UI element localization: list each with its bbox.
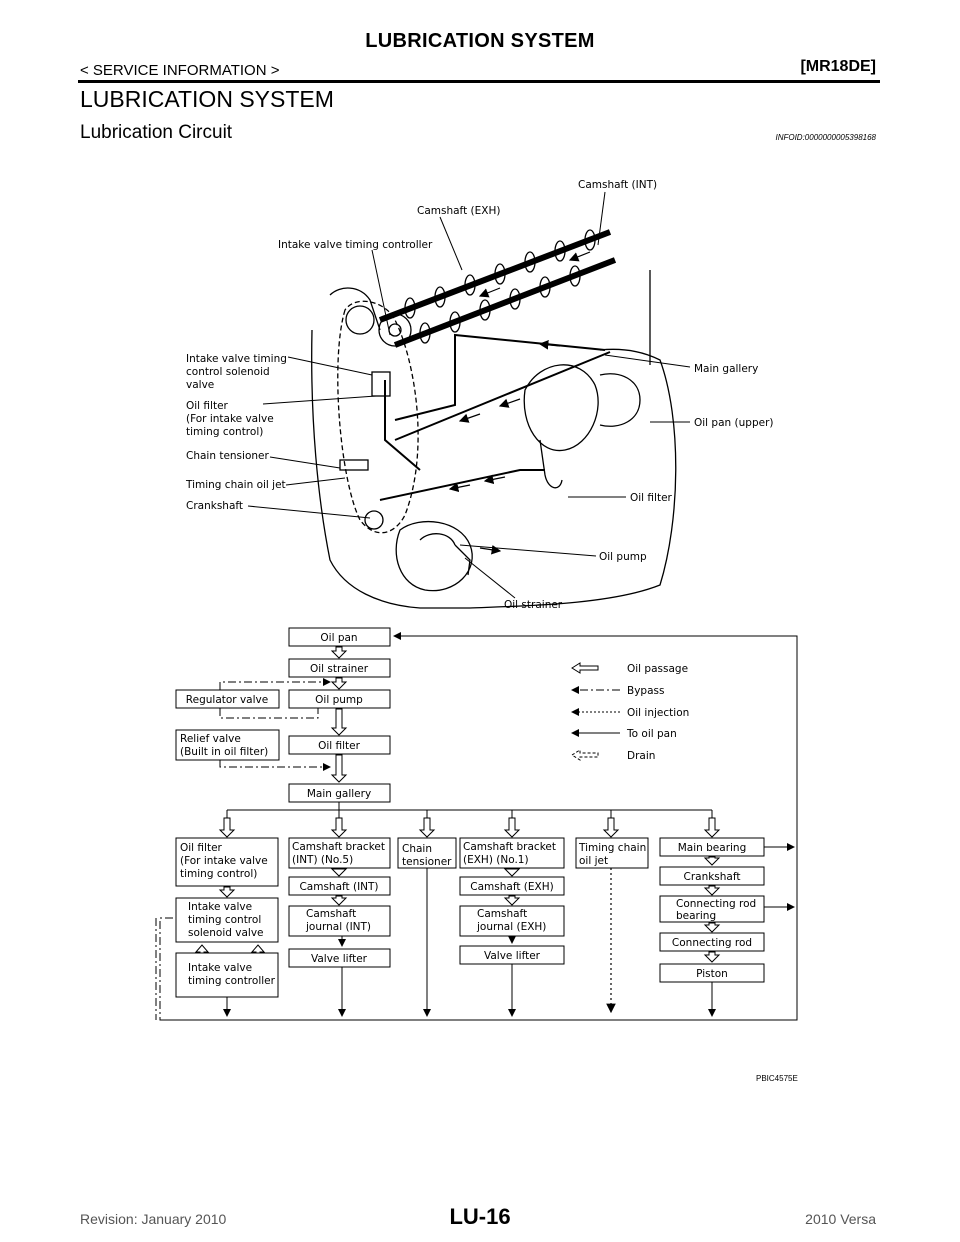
label-oil-pan-upper: Oil pan (upper) [694,417,773,429]
box-ivt-solenoid-3: solenoid valve [188,927,264,939]
box-cam-journal-int-1: Camshaft [306,908,356,920]
box-conn-rod-bearing-1: Connecting rod [676,898,756,910]
box-cam-journal-int-2: journal (INT) [305,921,371,933]
leader-lines [247,191,691,599]
label-chain-tensioner: Chain tensioner [186,450,269,462]
page-header-title: LUBRICATION SYSTEM [365,30,595,52]
box-cam-bracket-exh-2: (EXH) (No.1) [463,854,529,866]
footer-model: 2010 Versa [805,1211,876,1227]
legend-oil-injection: Oil injection [627,707,689,719]
label-ivt-controller: Intake valve timing controller [278,239,433,251]
footer-revision: Revision: January 2010 [80,1211,227,1227]
camshaft-exh [378,229,612,323]
box-ivt-controller-2: timing controller [188,975,276,987]
flow-arrows [448,251,591,555]
box-crankshaft: Crankshaft [683,871,740,883]
box-oil-pump: Oil pump [315,694,363,706]
legend-drain: Drain [627,750,655,762]
label-timing-chain-oil-jet: Timing chain oil jet [185,479,286,491]
box-connecting-rod: Connecting rod [672,937,752,949]
figure-code: PBIC4575E [756,1074,798,1083]
label-ivt-solenoid-2: control solenoid [186,366,270,378]
illustration-labels: Camshaft (INT) Camshaft (EXH) Intake val… [185,179,773,611]
box-oil-filter-ivt-1: Oil filter [180,842,223,854]
box-oil-filter-ivt-2: (For intake valve [180,855,268,867]
passage-arrows [194,646,721,963]
box-camshaft-exh: Camshaft (EXH) [470,881,553,893]
flow-chart: Oil pan Oil strainer Regulator valve Oil… [155,627,798,1021]
box-cam-journal-exh-2: journal (EXH) [476,921,546,933]
box-valve-lifter-exh: Valve lifter [484,950,541,962]
box-timing-chain-jet-1: Timing chain [578,842,646,854]
label-oil-filter-ivt-3: timing control) [186,426,263,438]
return-lines [160,632,798,1021]
box-piston: Piston [696,968,728,980]
label-oil-filter: Oil filter [630,492,673,504]
box-regulator-valve: Regulator valve [186,694,268,706]
label-camshaft-exh: Camshaft (EXH) [417,205,500,217]
label-oil-filter-ivt-1: Oil filter [186,400,229,412]
legend-oil-passage: Oil passage [627,663,688,675]
section-title: LUBRICATION SYSTEM [80,86,334,112]
info-id: INFOID:0000000005398168 [775,133,876,142]
box-oil-pan: Oil pan [320,632,357,644]
label-oil-pump: Oil pump [599,551,647,563]
box-ivt-controller-1: Intake valve [188,962,252,974]
label-ivt-solenoid-1: Intake valve timing [186,353,287,365]
label-oil-strainer: Oil strainer [504,599,563,611]
box-main-gallery: Main gallery [307,788,371,800]
label-crankshaft: Crankshaft [186,500,243,512]
label-oil-filter-ivt-2: (For intake valve [186,413,274,425]
box-relief-valve-2: (Built in oil filter) [180,746,268,758]
subsection-title: Lubrication Circuit [80,122,233,143]
box-cam-bracket-int-1: Camshaft bracket [292,841,385,853]
box-cam-bracket-exh-1: Camshaft bracket [463,841,556,853]
box-conn-rod-bearing-2: bearing [676,910,716,922]
box-ivt-solenoid-2: timing control [188,914,261,926]
box-chain-tensioner-1: Chain [402,843,432,855]
label-ivt-solenoid-3: valve [186,379,214,391]
label-main-gallery: Main gallery [694,363,758,375]
box-main-bearing: Main bearing [678,842,747,854]
engine-code: [MR18DE] [800,58,876,75]
box-valve-lifter-int: Valve lifter [311,953,368,965]
box-chain-tensioner-2: tensioner [402,856,452,868]
box-relief-valve-1: Relief valve [180,733,241,745]
box-timing-chain-jet-2: oil jet [579,855,608,867]
legend-bypass: Bypass [627,685,664,697]
breadcrumb: < SERVICE INFORMATION > [80,62,280,79]
label-camshaft-int: Camshaft (INT) [578,179,657,191]
box-oil-filter: Oil filter [318,740,361,752]
box-oil-strainer: Oil strainer [310,663,369,675]
box-ivt-solenoid-1: Intake valve [188,901,252,913]
legend-to-oil-pan: To oil pan [626,728,677,740]
header-rule [78,80,880,83]
footer-page-number: LU-16 [449,1204,511,1229]
legend: Oil passage Bypass Oil injection To oil … [571,662,689,762]
box-cam-bracket-int-2: (INT) (No.5) [292,854,353,866]
box-oil-filter-ivt-3: timing control) [180,868,257,880]
engine-illustration [311,229,677,609]
box-cam-journal-exh-1: Camshaft [477,908,527,920]
camshaft-int [393,257,617,348]
box-camshaft-int: Camshaft (INT) [299,881,378,893]
distribution-lines [226,802,713,818]
